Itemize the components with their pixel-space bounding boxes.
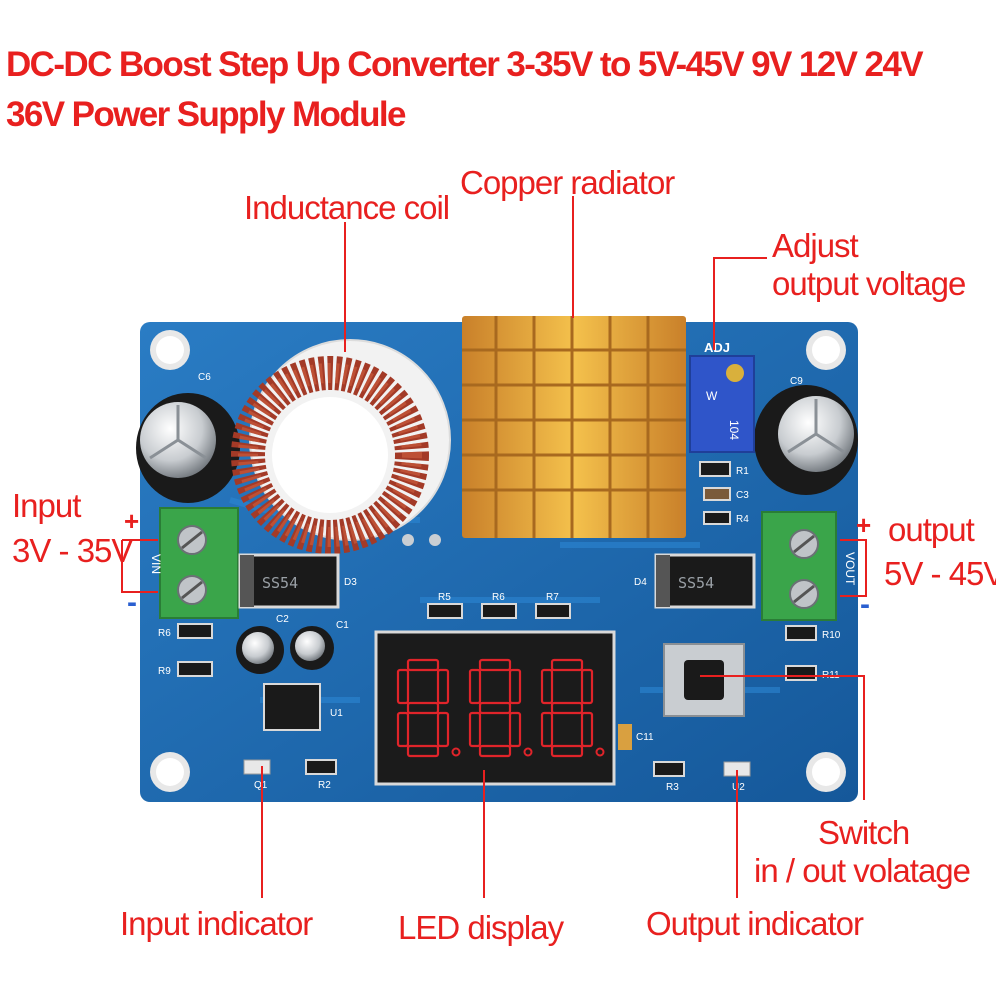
led-digit-1-segment <box>436 668 450 705</box>
diode-d4: SS54 D4 <box>634 553 756 609</box>
silk-r6-left: R6 <box>158 628 171 639</box>
led-digits <box>396 658 605 758</box>
led-digit-2-segment <box>508 711 522 748</box>
left-smd-group: R6 R9 C2 C1 U1 <box>158 614 349 731</box>
led-digit-3-segment <box>540 668 554 705</box>
led-digit-2-segment <box>468 668 482 705</box>
led-digit-1-segment <box>396 668 410 705</box>
silk-r2: R2 <box>318 780 331 791</box>
silk-c3: C3 <box>736 490 749 501</box>
inductance-coil <box>231 339 451 554</box>
label-adjust-line2: output voltage <box>772 265 966 302</box>
copper-radiator <box>462 316 686 538</box>
bottom-smd-group: Q1 R2 R3 U2 <box>243 759 751 793</box>
input-terminal: VIN <box>149 507 239 619</box>
silk-c6: C6 <box>198 372 211 383</box>
label-output-line1: output <box>888 511 975 548</box>
polarity-marks: + - + - <box>124 506 871 621</box>
label-input-line2: 3V - 35V <box>12 532 133 569</box>
potentiometer-adj: ADJ 104 W <box>689 340 755 453</box>
silk-r9: R9 <box>158 666 171 677</box>
led-digit-2-segment <box>508 668 522 705</box>
title-line-2: 36V Power Supply Module <box>6 95 406 134</box>
label-input-indicator: Input indicator <box>120 905 313 942</box>
silk-q1: Q1 <box>254 780 268 791</box>
output-terminal: VOUT <box>761 511 857 621</box>
led-digit-1-segment <box>396 711 410 748</box>
label-switch-line2: in / out volatage <box>754 852 971 889</box>
led-digit-1-segment <box>436 711 450 748</box>
silk-adj: ADJ <box>704 340 730 355</box>
diode-d3: SS54 D3 <box>238 553 357 609</box>
output-minus-sign: - <box>860 588 870 621</box>
leader-lines <box>121 196 867 898</box>
silk-r6: R6 <box>492 592 505 603</box>
led-digit-2-segment <box>478 744 512 758</box>
silk-vin: VIN <box>149 554 163 574</box>
label-output-indicator: Output indicator <box>646 905 864 942</box>
silk-r4: R4 <box>736 514 749 525</box>
led-digit-3-segment <box>550 744 584 758</box>
led-digit-3-decimal-point <box>595 747 605 757</box>
silk-pot-code: 104 <box>727 420 741 440</box>
input-minus-sign: - <box>127 586 137 619</box>
resistors-r5-r7: R5 R6 R7 <box>427 592 571 619</box>
silk-pot-w: W <box>706 389 718 403</box>
led-digit-2-segment <box>478 701 512 715</box>
label-copper-radiator: Copper radiator <box>460 164 675 201</box>
led-digit-2-decimal-point <box>523 747 533 757</box>
silk-c9: C9 <box>790 376 803 387</box>
page-title: DC-DC Boost Step Up Converter 3-35V to 5… <box>6 40 996 140</box>
silk-r3: R3 <box>666 782 679 793</box>
led-digit-1-segment <box>406 744 440 758</box>
led-digit-1-segment <box>406 658 440 672</box>
label-input-line1: Input <box>12 487 81 524</box>
silk-d3: D3 <box>344 577 357 588</box>
silk-u2: U2 <box>732 782 745 793</box>
led-digit-3-segment <box>580 711 594 748</box>
silk-d4-code: SS54 <box>678 574 714 592</box>
push-button-switch <box>663 643 745 717</box>
silk-d4: D4 <box>634 577 647 588</box>
label-led-display: LED display <box>398 909 564 946</box>
led-digit-1-segment <box>406 701 440 715</box>
smd-right-group: R1 C3 R4 <box>699 461 749 525</box>
silk-c2: C2 <box>276 614 289 625</box>
silk-r5: R5 <box>438 592 451 603</box>
led-digit-3-segment <box>550 658 584 672</box>
silk-c1: C1 <box>336 620 349 631</box>
label-output-line2: 5V - 45V <box>884 555 996 592</box>
label-inductance-coil: Inductance coil <box>244 189 450 226</box>
capacitor-c9: C9 <box>754 376 858 495</box>
led-display: C11 <box>374 630 654 786</box>
silk-r1: R1 <box>736 466 749 477</box>
led-digit-2-segment <box>478 658 512 672</box>
label-switch-line1: Switch <box>818 814 910 851</box>
title-line-1: DC-DC Boost Step Up Converter 3-35V to 5… <box>6 45 924 84</box>
silk-c11: C11 <box>636 732 654 743</box>
label-adjust-line1: Adjust <box>772 227 859 264</box>
led-digit-2-segment <box>468 711 482 748</box>
silk-d3-code: SS54 <box>262 574 298 592</box>
silk-vout: VOUT <box>843 552 857 586</box>
led-digit-1-decimal-point <box>451 747 461 757</box>
led-digit-3-segment <box>540 711 554 748</box>
input-plus-sign: + <box>124 506 139 536</box>
led-digit-3-segment <box>550 701 584 715</box>
silk-r10: R10 <box>822 630 841 641</box>
output-plus-sign: + <box>856 510 871 540</box>
led-digit-3-segment <box>580 668 594 705</box>
silk-u1: U1 <box>330 708 343 719</box>
capacitor-c6: C6 <box>136 372 240 503</box>
silk-r7: R7 <box>546 592 559 603</box>
